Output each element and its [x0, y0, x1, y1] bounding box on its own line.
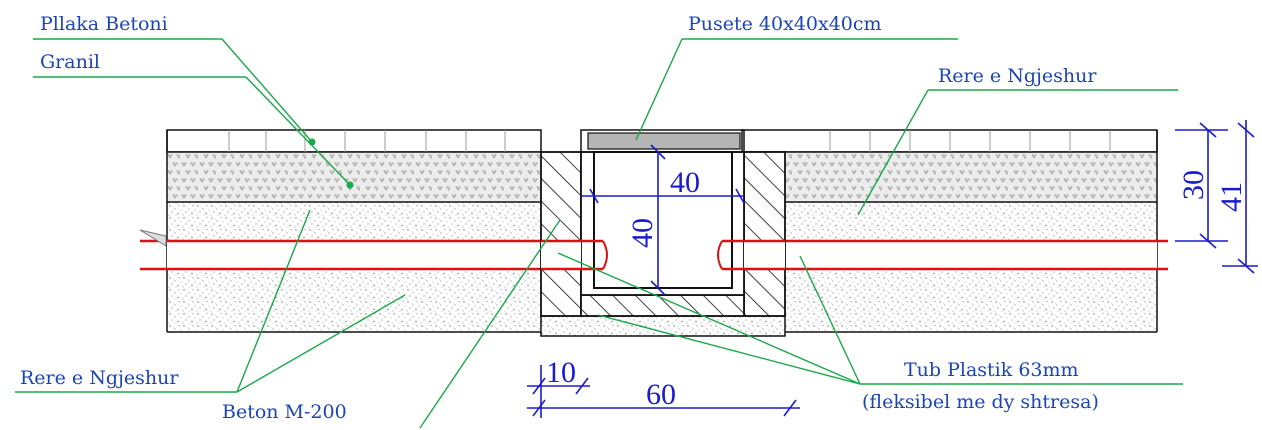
base-concrete — [540, 315, 786, 337]
pipe-right — [717, 239, 1168, 271]
dim-inner-height: 40 — [626, 218, 659, 248]
leader-dots — [308, 138, 354, 189]
label-pllaka-betoni: Pllaka Betoni — [40, 13, 168, 35]
dim-inner-width: 40 — [670, 166, 700, 199]
label-tub-sub: (fleksibel me dy shtresa) — [862, 391, 1099, 413]
leader-lines — [15, 38, 1183, 429]
label-rere-right: Rere e Ngjeshur — [938, 65, 1097, 87]
chamber — [540, 129, 786, 317]
dim-wall: 10 — [546, 356, 576, 389]
slab-joints — [228, 130, 1111, 152]
ground-left — [166, 129, 542, 333]
dimension-lines — [527, 120, 1258, 418]
label-rere-left: Rere e Ngjeshur — [20, 367, 179, 389]
dim-upper-depth: 30 — [1177, 170, 1210, 200]
ground-right — [741, 129, 1158, 333]
dim-total-depth: 41 — [1215, 182, 1248, 212]
label-pusete: Pusete 40x40x40cm — [688, 13, 882, 35]
label-tub: Tub Plastik 63mm — [904, 359, 1079, 381]
label-granil: Granil — [40, 51, 100, 73]
label-beton: Beton M-200 — [222, 401, 347, 423]
dim-total-width: 60 — [646, 378, 676, 411]
